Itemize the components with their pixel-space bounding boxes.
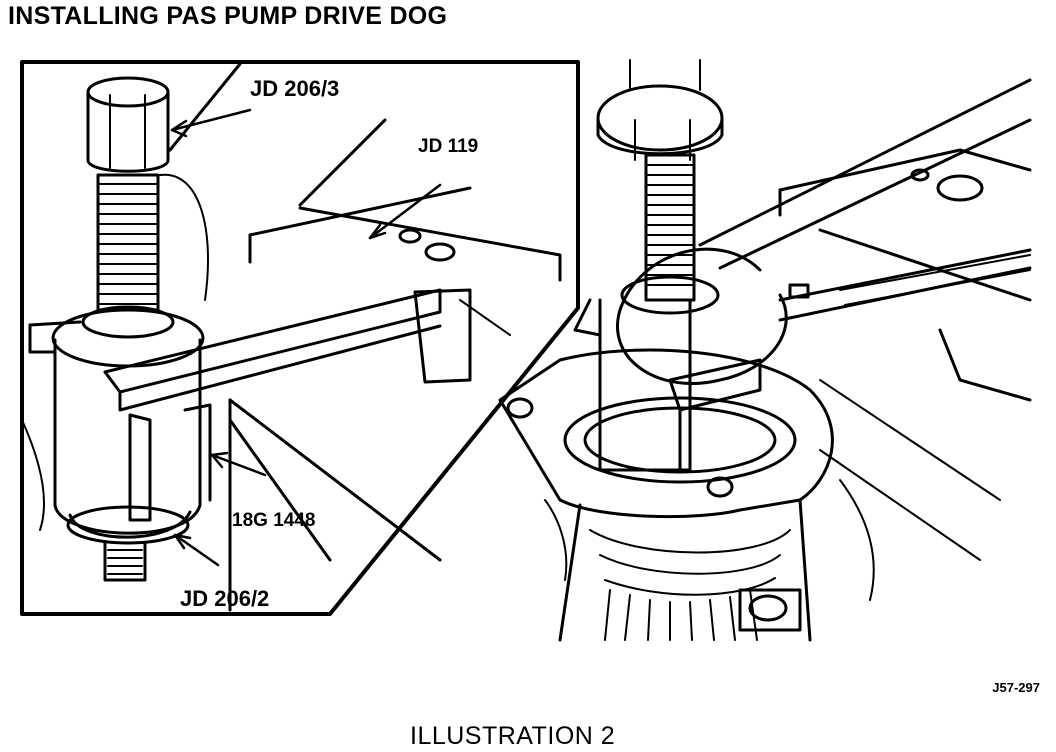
label-18g-1448: 18G 1448 [232, 510, 316, 531]
label-jd-206-2: JD 206/2 [180, 586, 270, 611]
reference-code: J57-297 [992, 680, 1040, 695]
inset-panel [20, 60, 580, 616]
page-title: INSTALLING PAS PUMP DRIVE DOG [8, 2, 448, 30]
label-jd-206-3: JD 206/3 [250, 76, 340, 101]
illustration-caption: ILLUSTRATION 2 [410, 722, 616, 750]
main-view [498, 59, 1032, 642]
label-jd-119: JD 119 [418, 136, 479, 157]
